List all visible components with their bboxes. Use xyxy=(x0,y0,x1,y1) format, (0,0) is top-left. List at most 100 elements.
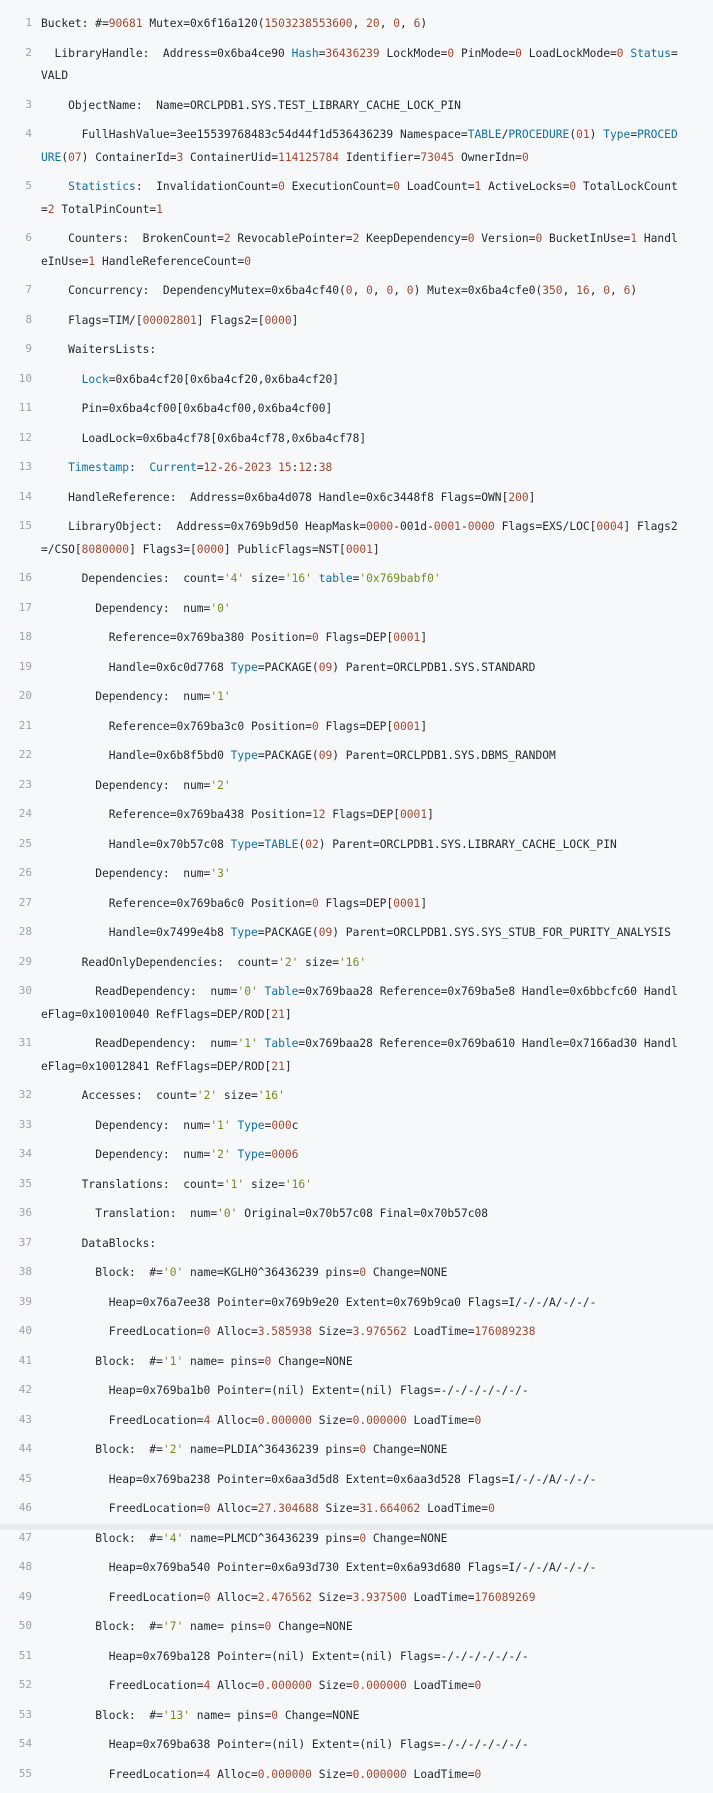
code-line: 11 Pin=0x6ba4cf00[0x6ba4cf00,0x6ba4cf00] xyxy=(0,398,713,428)
indent xyxy=(41,1089,82,1102)
code-token: 0001 xyxy=(393,897,420,910)
code-token: 0 xyxy=(204,1591,211,1604)
code-token: Concurrency: DependencyMutex=0x6ba4cf40( xyxy=(68,284,346,297)
code-token: 2 xyxy=(48,203,55,216)
code-token: 8080000 xyxy=(82,543,129,556)
code-token: ] xyxy=(427,808,434,821)
code-token: 000 xyxy=(271,1119,291,1132)
code-token: 0 xyxy=(522,151,529,164)
code-token: LoadTime= xyxy=(407,1679,475,1692)
code-token: = xyxy=(197,461,204,474)
code-token: '2' xyxy=(210,779,230,792)
line-number: 2 xyxy=(0,43,32,61)
code-token: =0x6ba4cf20[0x6ba4cf20,0x6ba4cf20] xyxy=(109,373,339,386)
code-token: 0 xyxy=(265,1620,272,1633)
code-line: 20 Dependency: num='1' xyxy=(0,686,713,716)
indent xyxy=(41,1355,95,1368)
code-token: ) Parent=ORCLPDB1.SYS.DBMS_RANDOM xyxy=(332,749,556,762)
code-token: FreedLocation= xyxy=(109,1679,204,1692)
indent xyxy=(41,1502,109,1515)
code-token: Flags=EXS/LOC[ xyxy=(495,520,597,533)
code-token: '3' xyxy=(210,867,230,880)
code-token: 21 xyxy=(271,1060,285,1073)
line-text: Dependency: num='3' xyxy=(41,863,682,886)
code-token: ) xyxy=(420,17,427,30)
code-token: name= pins= xyxy=(190,1709,271,1722)
code-token: Flags=DEP[ xyxy=(325,808,400,821)
code-token: Flags=DEP[ xyxy=(319,720,394,733)
indent xyxy=(41,491,68,504)
line-number: 4 xyxy=(0,124,32,142)
line-text: LibraryHandle: Address=0x6ba4ce90 Hash=3… xyxy=(41,43,682,88)
code-line: 26 Dependency: num='3' xyxy=(0,863,713,893)
code-token: 2 xyxy=(224,232,231,245)
indent xyxy=(41,1650,109,1663)
code-token: 20 xyxy=(366,17,380,30)
code-token: Change=NONE xyxy=(278,1709,359,1722)
horizontal-scrollbar[interactable] xyxy=(0,1524,713,1530)
code-token: ) Parent=ORCLPDB1.SYS.LIBRARY_CACHE_LOCK… xyxy=(319,838,617,851)
indent xyxy=(41,1384,109,1397)
line-text: FreedLocation=4 Alloc=0.000000 Size=0.00… xyxy=(41,1675,682,1698)
code-token: 0.000000 xyxy=(258,1414,312,1427)
line-number: 42 xyxy=(0,1380,32,1398)
code-line: 27 Reference=0x769ba6c0 Position=0 Flags… xyxy=(0,893,713,923)
code-token: Mutex=0x6f16a120( xyxy=(143,17,265,30)
line-number: 10 xyxy=(0,369,32,387)
indent xyxy=(41,432,82,445)
line-text: Handle=0x7499e4b8 Type=PACKAGE(09) Paren… xyxy=(41,922,682,945)
code-token: 0 xyxy=(346,284,353,297)
code-token: 12 xyxy=(204,461,218,474)
code-token: ] xyxy=(420,720,427,733)
code-token: ) xyxy=(590,128,604,141)
line-text: Heap=0x769ba638 Pointer=(nil) Extent=(ni… xyxy=(41,1734,682,1757)
code-token: BucketInUse= xyxy=(542,232,630,245)
indent xyxy=(41,520,68,533)
code-token: Dependency: num= xyxy=(95,867,210,880)
line-text: WaitersLists: xyxy=(41,339,682,362)
line-number: 38 xyxy=(0,1262,32,1280)
code-line: 45 Heap=0x769ba238 Pointer=0x6aa3d5d8 Ex… xyxy=(0,1469,713,1499)
code-line: 21 Reference=0x769ba3c0 Position=0 Flags… xyxy=(0,716,713,746)
line-text: Dependency: num='1' Type=000c xyxy=(41,1115,682,1138)
line-text: Dependency: num='1' xyxy=(41,686,682,709)
code-token: Bucket: #= xyxy=(41,17,109,30)
indent xyxy=(41,314,68,327)
indent xyxy=(41,1237,82,1250)
line-text: Handle=0x6b8f5bd0 Type=PACKAGE(09) Paren… xyxy=(41,745,682,768)
line-number: 5 xyxy=(0,176,32,194)
code-token: Translations: count= xyxy=(82,1178,224,1191)
code-line: 6 Counters: BrokenCount=2 RevocablePoint… xyxy=(0,228,713,280)
code-token: ExecutionCount= xyxy=(285,180,393,193)
line-text: Counters: BrokenCount=2 RevocablePointer… xyxy=(41,228,682,273)
code-token: Type xyxy=(231,838,258,851)
line-text: Reference=0x769ba380 Position=0 Flags=DE… xyxy=(41,627,682,650)
code-token: '0' xyxy=(163,1266,183,1279)
line-text: Reference=0x769ba3c0 Position=0 Flags=DE… xyxy=(41,716,682,739)
indent xyxy=(41,180,68,193)
indent xyxy=(41,1473,109,1486)
code-token: '1' xyxy=(210,1119,230,1132)
code-token: '1' xyxy=(210,690,230,703)
line-number: 8 xyxy=(0,310,32,328)
line-number: 34 xyxy=(0,1144,32,1162)
line-text: Lock=0x6ba4cf20[0x6ba4cf20,0x6ba4cf20] xyxy=(41,369,682,392)
line-number: 40 xyxy=(0,1321,32,1339)
line-text: Heap=0x769ba540 Pointer=0x6a93d730 Exten… xyxy=(41,1557,682,1580)
line-number: 26 xyxy=(0,863,32,881)
code-token: Reference=0x769ba380 Position= xyxy=(109,631,312,644)
code-token: Alloc= xyxy=(210,1414,257,1427)
code-token: =PACKAGE( xyxy=(258,926,319,939)
code-token: 73045 xyxy=(420,151,454,164)
line-text: ReadDependency: num='1' Table=0x769baa28… xyxy=(41,1033,682,1078)
line-number: 53 xyxy=(0,1705,32,1723)
code-token: 3.976562 xyxy=(353,1325,407,1338)
code-token: Block: #= xyxy=(95,1266,163,1279)
code-token: HandleReference: Address=0x6ba4d078 Hand… xyxy=(68,491,508,504)
code-token: Size= xyxy=(312,1414,353,1427)
indent xyxy=(41,402,82,415)
code-token: '4' xyxy=(163,1532,183,1545)
indent xyxy=(41,808,109,821)
code-line: 10 Lock=0x6ba4cf20[0x6ba4cf20,0x6ba4cf20… xyxy=(0,369,713,399)
indent xyxy=(41,1296,109,1309)
